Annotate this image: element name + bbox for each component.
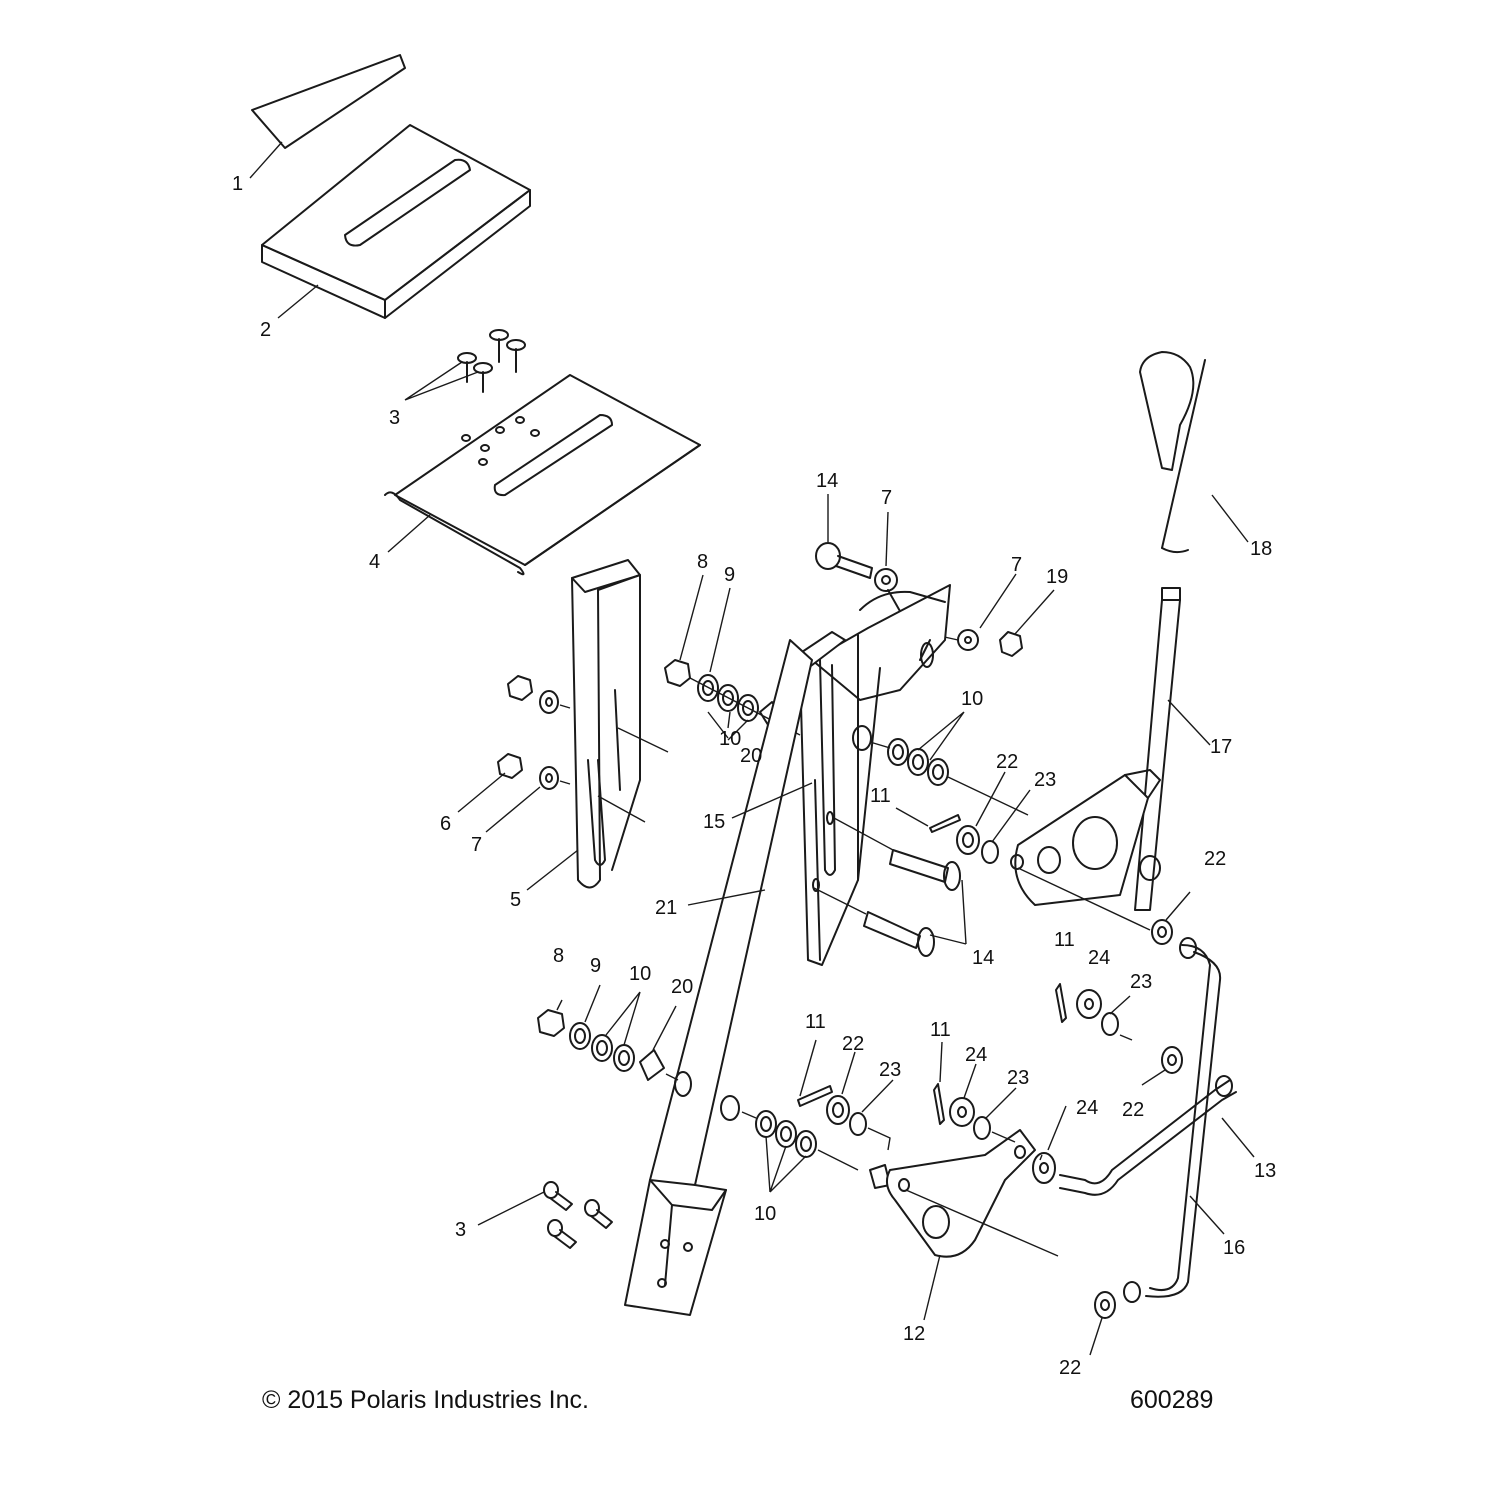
part-side-bracket [526, 559, 669, 891]
callout-22-right-upper: 22 [1204, 848, 1226, 870]
callout-7-mid: 7 [881, 487, 892, 509]
callout-14-upper: 14 [816, 470, 838, 492]
part-bolts-lower [477, 1181, 613, 1249]
callout-22-rod: 22 [1122, 1099, 1144, 1121]
callout-22-upper: 22 [996, 751, 1018, 773]
part-upper-pin-group [815, 542, 1023, 657]
callout-22-mid: 22 [842, 1033, 864, 1055]
callout-9-upper: 9 [724, 564, 735, 586]
part-lever-arm [1010, 351, 1249, 911]
callout-7-left: 7 [471, 834, 482, 856]
callout-6: 6 [440, 813, 451, 835]
callout-5: 5 [510, 889, 521, 911]
callout-22-bottom: 22 [1059, 1357, 1081, 1379]
part-washer-stack-right [869, 711, 1029, 816]
leaders-misc [679, 494, 1055, 1113]
part-cotter-washers-upper [895, 771, 1031, 864]
callout-1: 1 [232, 173, 243, 195]
part-linkage-rods [1017, 867, 1255, 1356]
callout-13: 13 [1254, 1160, 1276, 1182]
callout-21: 21 [655, 897, 677, 919]
part-pad-bracket [384, 374, 701, 576]
callout-3-upper: 3 [389, 407, 400, 429]
part-bolts-upper [404, 329, 526, 401]
callout-2: 2 [260, 319, 271, 341]
callout-24-pedal: 24 [965, 1044, 987, 1066]
part-nuts-washers-left [457, 675, 571, 833]
callout-14-lower: 14 [972, 947, 994, 969]
callout-23-right: 23 [1130, 971, 1152, 993]
callout-18: 18 [1250, 538, 1272, 560]
copyright-notice: © 2015 Polaris Industries Inc. [262, 1386, 589, 1414]
callout-23-pedal: 23 [1007, 1067, 1029, 1089]
callout-10-upper-right: 10 [961, 688, 983, 710]
callout-4: 4 [369, 551, 380, 573]
callout-10-lower: 10 [754, 1203, 776, 1225]
part-cotter-washers-middle [797, 1085, 891, 1151]
callout-16: 16 [1223, 1237, 1245, 1259]
part-washer-stack-bottom [741, 1110, 859, 1193]
callout-11-pedal: 11 [930, 1019, 951, 1041]
drawing-number: 600289 [1130, 1386, 1214, 1414]
callout-10-upper-left: 10 [719, 728, 741, 750]
part-main-post [624, 584, 951, 1316]
callout-19: 19 [1046, 566, 1068, 588]
callout-11-mid: 11 [805, 1011, 826, 1033]
callout-24-right: 24 [1088, 947, 1110, 969]
callout-20-lower: 20 [671, 976, 693, 998]
callout-9-lower: 9 [590, 955, 601, 977]
callout-8-upper: 8 [697, 551, 708, 573]
callout-10-lower-left: 10 [629, 963, 651, 985]
callout-3-lower: 3 [455, 1219, 466, 1241]
callout-15: 15 [703, 811, 725, 833]
part-pins-lower [813, 817, 967, 957]
callout-23-mid: 23 [879, 1059, 901, 1081]
part-decal [249, 54, 406, 179]
callout-20-upper: 20 [740, 745, 762, 767]
part-pad [261, 124, 531, 319]
callout-23-upper: 23 [1034, 769, 1056, 791]
callout-11-right: 11 [1054, 929, 1075, 951]
part-washer-stack-lower [537, 984, 679, 1081]
callout-24-rod: 24 [1076, 1097, 1098, 1119]
callout-11-upper: 11 [870, 785, 891, 807]
callout-7-right: 7 [1011, 554, 1022, 576]
part-cotter-washers-pedal [933, 1063, 1017, 1143]
callout-17: 17 [1210, 736, 1232, 758]
callout-8-lower: 8 [553, 945, 564, 967]
callout-labels: 1 2 3 4 5 6 7 8 9 10 20 14 7 7 19 18 10 … [232, 173, 1276, 1379]
callout-12: 12 [903, 1323, 925, 1345]
part-pedal-lever [869, 1129, 1059, 1321]
